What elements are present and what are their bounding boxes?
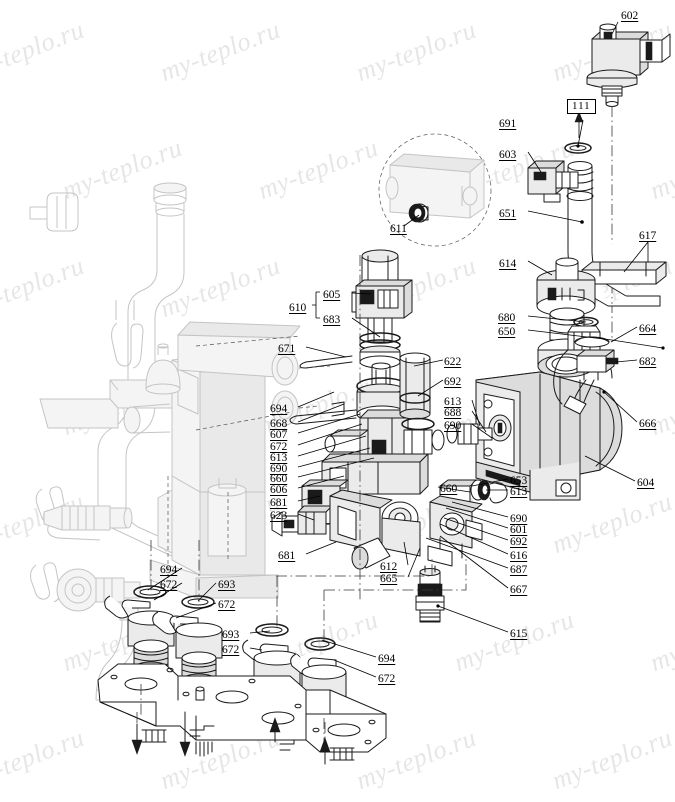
callout-694: 694: [270, 403, 288, 415]
callout-660: 660: [270, 473, 288, 485]
callout-660b: 660: [440, 483, 458, 495]
leader-lines: [147, 21, 665, 678]
callout-671: 671: [278, 343, 296, 355]
callout-672a: 672: [160, 579, 178, 591]
callout-614: 614: [499, 258, 517, 270]
callout-653: 653: [510, 475, 528, 487]
callout-690b: 690: [444, 420, 462, 432]
part-664-682: [563, 336, 619, 415]
callout-683: 683: [323, 314, 341, 326]
callout-694b: 694: [160, 564, 178, 576]
callout-616: 616: [510, 550, 528, 562]
part-603-clip: [527, 160, 579, 203]
callout-672b: 672: [218, 599, 236, 611]
parts-bottom-cluster: [329, 489, 483, 570]
callout-617: 617: [639, 230, 657, 242]
callout-680: 680: [498, 312, 516, 324]
callout-681: 681: [270, 497, 288, 509]
callout-613: 613: [270, 452, 288, 464]
callout-682: 682: [639, 356, 657, 368]
part-622-bypass: [399, 352, 435, 455]
callout-602: 602: [621, 10, 639, 22]
callout-691: 691: [499, 118, 517, 130]
callout-665: 665: [380, 573, 398, 585]
callout-692: 692: [444, 376, 462, 388]
callout-606: 606: [270, 484, 288, 496]
callout-690: 690: [270, 463, 288, 475]
callout-613c: 613: [510, 486, 528, 498]
manifold-mounting-plate: [97, 663, 387, 753]
callout-601: 601: [510, 524, 528, 536]
callout-612: 612: [380, 561, 398, 573]
callout-603: 603: [499, 149, 517, 161]
assembly-centerlines: [140, 255, 467, 752]
callout-651: 651: [499, 208, 517, 220]
callout-664: 664: [639, 323, 657, 335]
callout-622: 622: [444, 356, 462, 368]
callout-668: 668: [270, 418, 288, 430]
callout-615: 615: [510, 628, 528, 640]
callout-611: 611: [390, 223, 407, 235]
callout-693b: 693: [222, 629, 240, 641]
callout-605: 605: [323, 289, 341, 301]
flow-symbols: [131, 711, 355, 765]
callout-667: 667: [510, 584, 528, 596]
callout-693: 693: [218, 579, 236, 591]
callout-694c: 694: [378, 653, 396, 665]
callout-613b: 613: [444, 396, 462, 408]
callout-672d: 672: [222, 644, 240, 656]
callout-681b: 681: [278, 550, 296, 562]
callout-672e: 672: [378, 673, 396, 685]
callout-687: 687: [510, 564, 528, 576]
callout-111: 111: [567, 99, 596, 114]
callout-604: 604: [637, 477, 655, 489]
callout-690c: 690: [510, 513, 528, 525]
callout-623: 623: [270, 510, 288, 522]
callout-688: 688: [444, 407, 462, 419]
callout-666: 666: [639, 418, 657, 430]
callout-650: 650: [498, 326, 516, 338]
callout-672c: 672: [270, 441, 288, 453]
callout-610: 610: [289, 302, 307, 314]
callout-692b: 692: [510, 536, 528, 548]
part-602-sensor: [586, 23, 671, 107]
ghost-installed-assembly: [29, 182, 301, 599]
callout-607: 607: [270, 429, 288, 441]
